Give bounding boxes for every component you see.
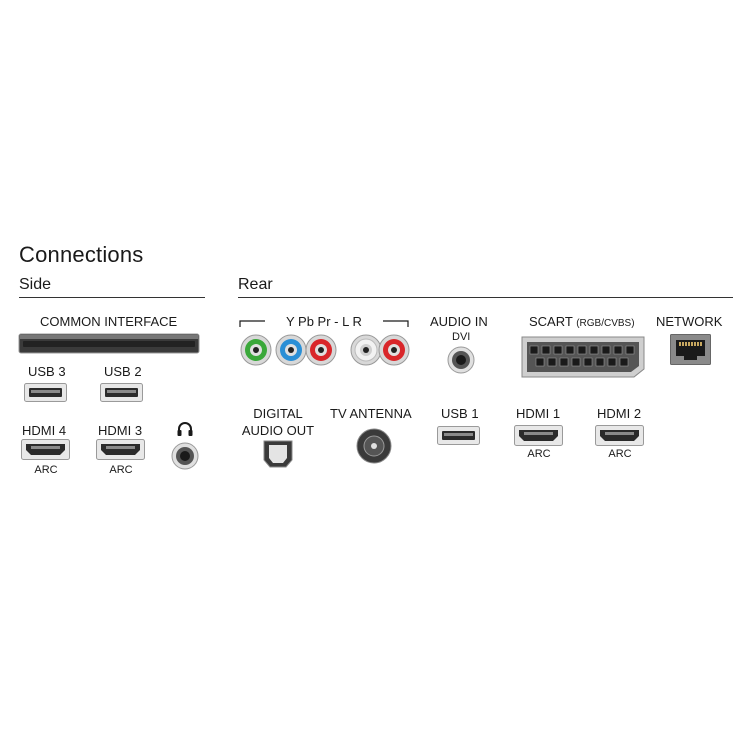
usb2-label: USB 2 [104, 364, 142, 379]
rca-jack-icon [240, 334, 272, 366]
scart-port-icon [521, 336, 645, 378]
hdmi4-label: HDMI 4 [22, 423, 67, 438]
scart-sub-label: (RGB/CVBS) [576, 318, 635, 329]
dvi-label: DVI [452, 331, 471, 343]
digital-audio-out-label-1: DIGITAL [253, 406, 303, 421]
audio-jack-icon [447, 346, 475, 374]
ethernet-port-icon [670, 334, 711, 365]
usb-port-icon [437, 426, 480, 445]
hdmi-port-icon [96, 439, 145, 460]
usb-port-icon [100, 383, 143, 402]
headphone-icon [177, 422, 193, 436]
usb3-label: USB 3 [28, 364, 66, 379]
common-interface-label: COMMON INTERFACE [40, 314, 178, 329]
component-label: Y Pb Pr - L R [286, 314, 362, 329]
scart-label: SCART (RGB/CVBS) [529, 314, 635, 331]
rear-divider [238, 297, 733, 298]
optical-port-icon [263, 440, 293, 468]
side-divider [19, 297, 205, 298]
network-label: NETWORK [656, 314, 723, 329]
rca-jack-group [240, 334, 410, 366]
rca-jack-icon [305, 334, 337, 366]
hdmi1-label: HDMI 1 [516, 406, 561, 421]
hdmi-port-icon [595, 425, 644, 446]
usb1-label: USB 1 [441, 406, 479, 421]
section-side-heading: Side [19, 276, 52, 293]
rca-jack-icon [275, 334, 307, 366]
audio-in-label: AUDIO IN [430, 314, 488, 329]
scart-label-text: SCART [529, 314, 573, 329]
page-title: Connections [19, 242, 144, 267]
digital-audio-out-label-2: AUDIO OUT [241, 423, 315, 438]
hdmi2-label: HDMI 2 [597, 406, 642, 421]
rca-jack-icon [350, 334, 382, 366]
tv-antenna-label: TV ANTENNA [330, 406, 412, 421]
hdmi-port-icon [21, 439, 70, 460]
coax-antenna-icon [356, 428, 392, 464]
hdmi-port-icon [514, 425, 563, 446]
hdmi2-arc-label: ARC [608, 448, 632, 460]
hdmi4-arc-label: ARC [34, 464, 58, 476]
usb-port-icon [24, 383, 67, 402]
rca-jack-icon [378, 334, 410, 366]
component-bracket [239, 320, 409, 327]
section-rear-heading: Rear [238, 276, 273, 293]
hdmi1-arc-label: ARC [527, 448, 551, 460]
hdmi3-label: HDMI 3 [98, 423, 143, 438]
ci-slot-icon [18, 333, 200, 354]
hdmi3-arc-label: ARC [109, 464, 133, 476]
audio-jack-icon [171, 442, 199, 470]
